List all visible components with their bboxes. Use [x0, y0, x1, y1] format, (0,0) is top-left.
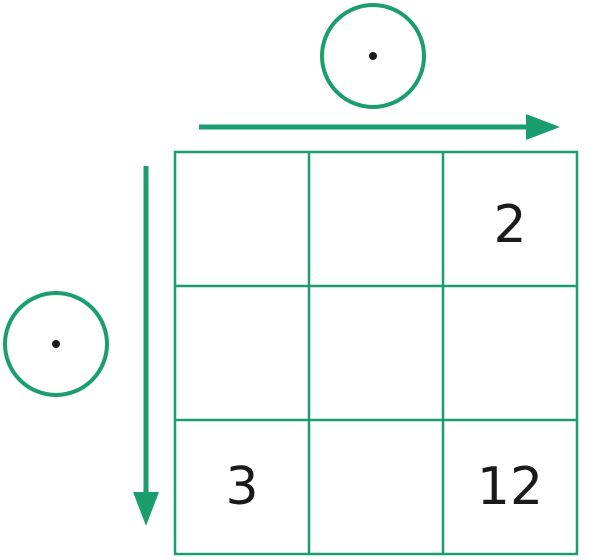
left-operator	[3, 291, 109, 397]
left-operator-circle	[3, 291, 109, 397]
grid	[173, 150, 579, 556]
left-down-arrow-icon	[133, 166, 159, 526]
cell-r2-c0: 3	[225, 457, 258, 517]
left-dot-icon	[52, 340, 60, 348]
grid-cells: 2 3 12	[225, 195, 543, 517]
cell-r2-c2: 12	[477, 457, 543, 517]
grid-border	[173, 150, 579, 556]
top-arrow-head	[526, 114, 560, 140]
cell-r0-c2: 2	[493, 195, 526, 255]
left-arrow-head	[133, 492, 159, 526]
top-right-arrow-icon	[199, 114, 560, 140]
top-dot-icon	[369, 52, 377, 60]
top-operator-circle	[320, 3, 426, 109]
top-operator	[320, 3, 426, 109]
